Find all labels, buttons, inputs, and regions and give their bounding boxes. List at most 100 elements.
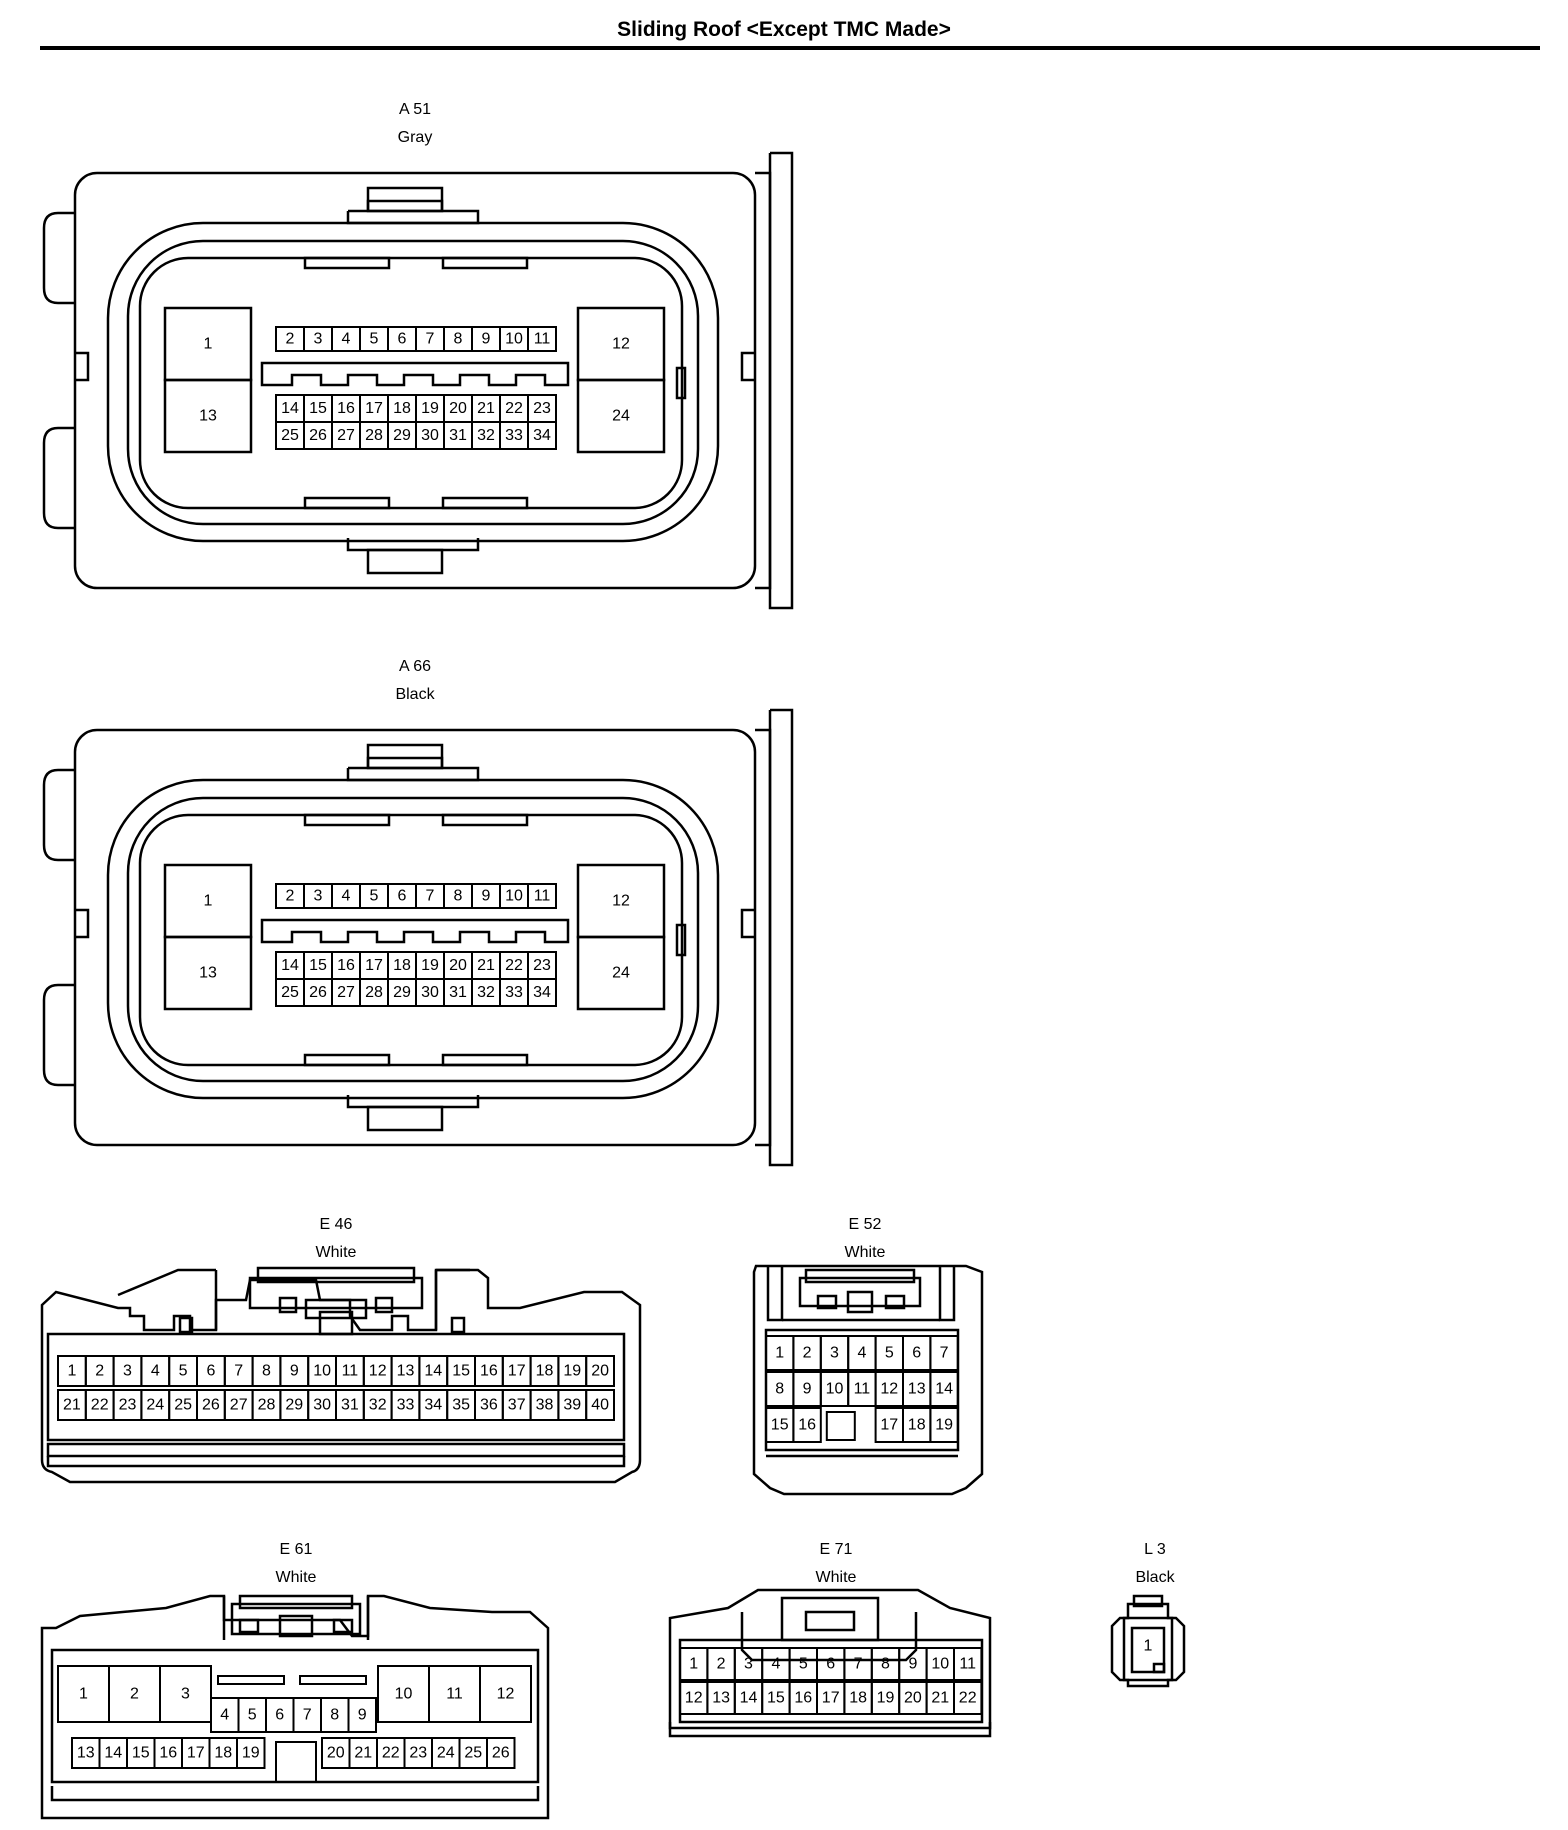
pin-number: 30 — [421, 427, 439, 444]
connector-code: L 3 — [1144, 1541, 1166, 1558]
pin-number: 18 — [849, 1690, 867, 1707]
pin-number: 7 — [426, 331, 435, 348]
connector-label-e71: E 71 White — [786, 1536, 886, 1592]
pin-number: 34 — [533, 984, 551, 1001]
pin-number: 19 — [935, 1417, 953, 1434]
pin-number: 17 — [365, 957, 383, 974]
pin-number: 7 — [303, 1707, 312, 1724]
pin-number: 21 — [477, 400, 495, 417]
pin-number: 29 — [393, 427, 411, 444]
connector-label-e61: E 61 White — [246, 1536, 346, 1592]
connector-color: Black — [395, 686, 435, 703]
pin-number: 15 — [309, 400, 327, 417]
pin-number: 32 — [477, 427, 495, 444]
pin-number: 16 — [480, 1363, 498, 1380]
pin-number: 37 — [508, 1397, 526, 1414]
pin-number: 13 — [397, 1363, 415, 1380]
pin-cavity — [929, 1407, 959, 1443]
pin-number: 31 — [449, 984, 467, 1001]
pin-number: 21 — [63, 1397, 81, 1414]
pin-number: 32 — [369, 1397, 387, 1414]
pin-number: 22 — [382, 1745, 400, 1762]
pin-number: 24 — [612, 965, 630, 982]
pin-number: 1 — [689, 1656, 698, 1673]
pin-number: 20 — [591, 1363, 609, 1380]
pin-number: 28 — [365, 984, 383, 1001]
pin-number: 5 — [179, 1363, 188, 1380]
pin-cavity — [486, 1737, 516, 1769]
connector-code: A 66 — [398, 658, 432, 675]
pin-number: 19 — [563, 1363, 581, 1380]
pin-number: 36 — [480, 1397, 498, 1414]
pin-number: 6 — [398, 331, 407, 348]
pin-number: 7 — [854, 1656, 863, 1673]
pin-cavity — [479, 1665, 532, 1723]
pin-number: 14 — [104, 1745, 122, 1762]
pin-number: 16 — [337, 957, 355, 974]
pin-number: 17 — [365, 400, 383, 417]
pin-number: 4 — [342, 331, 351, 348]
pin-number: 22 — [91, 1397, 109, 1414]
pin-number: 20 — [449, 400, 467, 417]
pin-number: 9 — [482, 331, 491, 348]
pin-number: 6 — [826, 1656, 835, 1673]
pin-cavity — [825, 1411, 856, 1441]
pin-cavity — [929, 1371, 959, 1407]
pin-cavity — [217, 1675, 285, 1685]
pin-number: 38 — [536, 1397, 554, 1414]
pin-number: 18 — [536, 1363, 554, 1380]
pin-number: 20 — [327, 1745, 345, 1762]
pin-number: 10 — [505, 331, 523, 348]
pin-number: 27 — [337, 984, 355, 1001]
pin-number: 13 — [712, 1690, 730, 1707]
connector-label-e46: E 46 White — [286, 1211, 386, 1267]
pin-number: 15 — [309, 957, 327, 974]
pin-number: 14 — [424, 1363, 442, 1380]
pin-cavity — [585, 1355, 616, 1387]
pin-number: 8 — [330, 1707, 339, 1724]
pin-cavity — [929, 1335, 959, 1371]
connector-color: Black — [1135, 1569, 1175, 1586]
pin-number: 11 — [854, 1381, 871, 1398]
pin-number: 19 — [421, 400, 439, 417]
connector-code: E 61 — [279, 1541, 313, 1558]
pin-number: 6 — [206, 1363, 215, 1380]
pin-number: 26 — [309, 984, 327, 1001]
pin-number: 18 — [214, 1745, 232, 1762]
pin-number: 12 — [497, 1686, 515, 1703]
pin-number: 15 — [452, 1363, 470, 1380]
pin-number: 14 — [740, 1690, 758, 1707]
pin-number: 18 — [393, 957, 411, 974]
pin-number: 8 — [881, 1656, 890, 1673]
pin-cavity — [159, 1665, 212, 1723]
pin-labels: 1 — [1144, 1638, 1153, 1655]
pin-number: 33 — [505, 984, 523, 1001]
pin-number: 1 — [775, 1345, 784, 1362]
pin-number: 9 — [358, 1707, 367, 1724]
pin-number: 16 — [159, 1745, 177, 1762]
pin-number: 19 — [421, 957, 439, 974]
pin-number: 13 — [199, 965, 217, 982]
pin-number: 13 — [77, 1745, 95, 1762]
pin-cavity — [275, 1741, 317, 1783]
pin-cavity — [953, 1647, 983, 1681]
pin-number: 33 — [397, 1397, 415, 1414]
pin-number: 11 — [342, 1363, 359, 1380]
pin-number: 13 — [908, 1381, 926, 1398]
pin-number: 7 — [940, 1345, 949, 1362]
pin-number: 12 — [685, 1690, 703, 1707]
pin-number: 21 — [477, 957, 495, 974]
pin-number: 1 — [204, 336, 213, 353]
pin-number: 34 — [533, 427, 551, 444]
connector-label-a66: A 66 Black — [365, 653, 465, 709]
pin-number: 12 — [369, 1363, 387, 1380]
pin-number: 31 — [449, 427, 467, 444]
pin-number: 15 — [767, 1690, 785, 1707]
pin-number: 8 — [775, 1381, 784, 1398]
connector-label-e52: E 52 White — [815, 1211, 915, 1267]
pin-number: 5 — [248, 1707, 257, 1724]
connector-color: White — [315, 1244, 357, 1261]
pin-number: 34 — [424, 1397, 442, 1414]
